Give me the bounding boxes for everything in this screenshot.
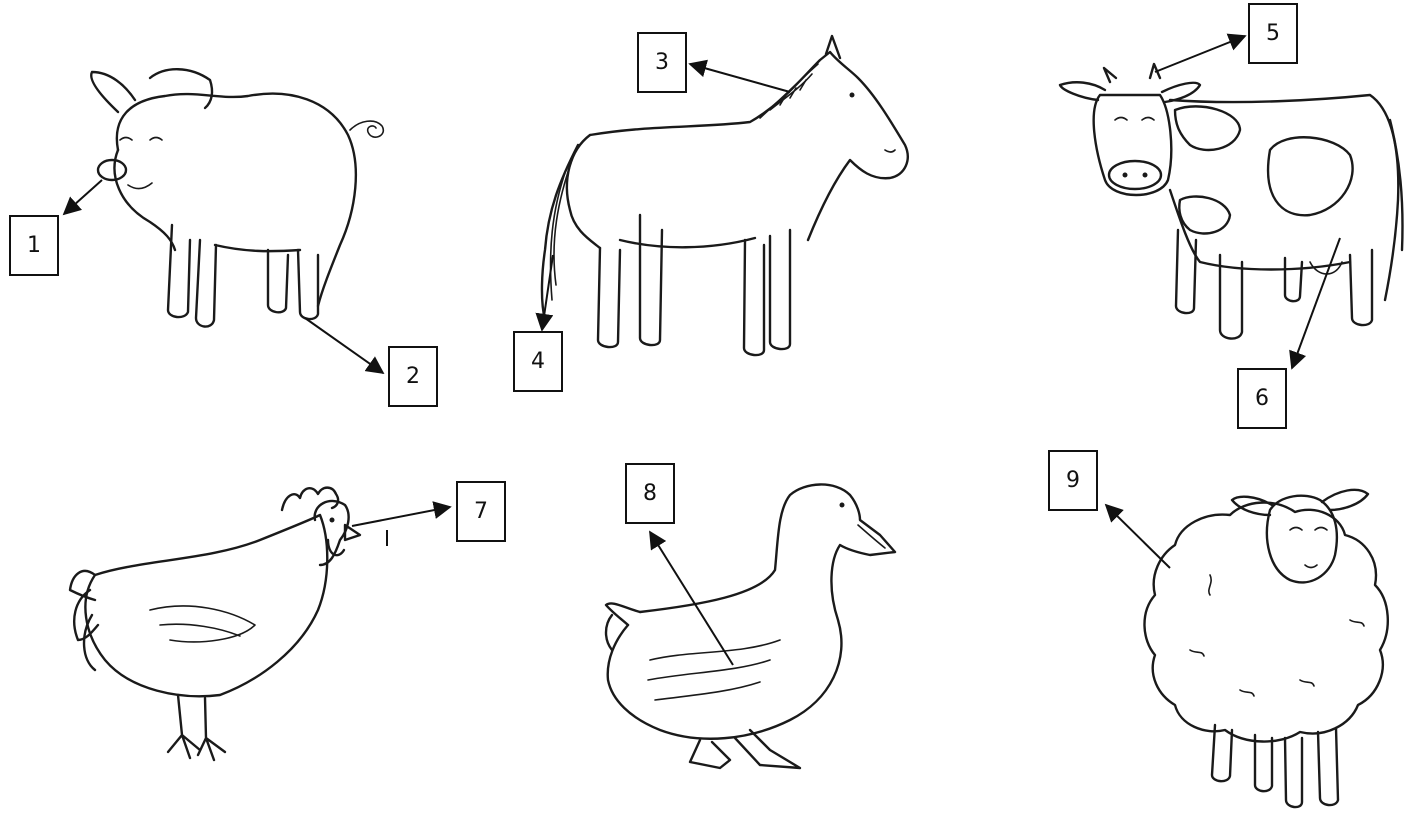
horse-icon — [542, 36, 908, 355]
rooster-icon — [70, 488, 360, 760]
label-box-7: 7 — [456, 481, 506, 542]
label-box-5: 5 — [1248, 3, 1298, 64]
cow-icon — [1060, 64, 1403, 339]
sheep-icon — [1144, 490, 1387, 807]
arrow-3 — [690, 64, 790, 92]
label-box-9: 9 — [1048, 450, 1098, 511]
label-box-6: 6 — [1237, 368, 1287, 429]
arrow-6 — [1292, 238, 1340, 368]
arrow-2 — [305, 318, 383, 373]
arrow-9 — [1106, 505, 1170, 568]
arrow-5 — [1155, 36, 1245, 72]
label-box-1: 1 — [9, 215, 59, 276]
arrow-1 — [64, 180, 102, 214]
pig-icon — [91, 69, 383, 326]
label-box-8: 8 — [625, 463, 675, 524]
label-box-3: 3 — [637, 32, 687, 93]
label-box-4: 4 — [513, 331, 563, 392]
pointer-lines — [64, 36, 1340, 665]
label-box-2: 2 — [388, 346, 438, 407]
arrow-7 — [352, 507, 450, 526]
goose-icon — [606, 484, 895, 768]
